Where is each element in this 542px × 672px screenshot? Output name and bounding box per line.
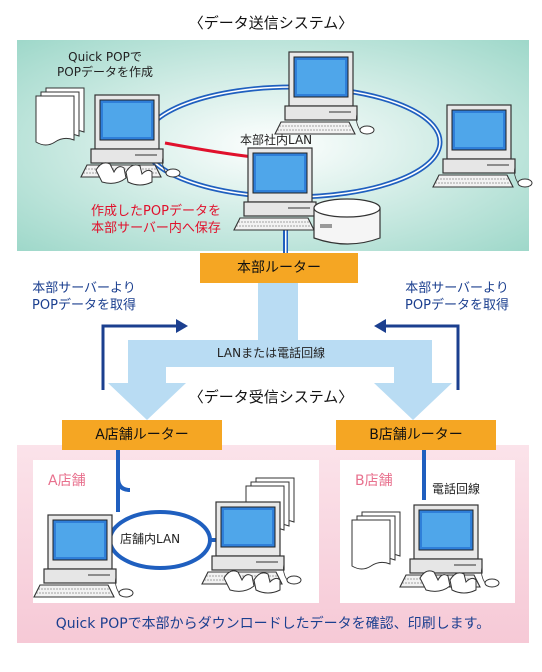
fetch-left-label: 本部サーバーより POPデータを取得 xyxy=(32,281,136,313)
router-b: B店舗ルーター xyxy=(336,420,496,450)
footer-caption: Quick POPで本部からダウンロードしたデータを確認、印刷します。 xyxy=(55,616,491,632)
fetch-right-label: 本部サーバーより POPデータを取得 xyxy=(405,281,509,313)
fetch-left-arrow xyxy=(101,324,176,390)
quickpop-create-label: Quick POPで POPデータを作成 xyxy=(57,50,153,79)
store-lan-label: 店舗内LAN xyxy=(120,532,181,546)
store-a-label: A店舗 xyxy=(48,473,86,489)
server-icon xyxy=(313,198,381,245)
store-b-label: B店舗 xyxy=(355,473,393,489)
send-system-title: 〈データ送信システム〉 xyxy=(188,14,354,32)
fetch-right-arrow xyxy=(386,324,460,390)
receive-system-title: 〈データ受信システム〉 xyxy=(188,388,354,406)
router-a: A店舗ルーター xyxy=(62,420,222,450)
hq-lan-label: 本部社内LAN xyxy=(240,133,313,147)
save-note: 作成したPOPデータを 本部サーバー内へ保存 xyxy=(91,204,221,236)
phone-line-label: 電話回線 xyxy=(432,482,481,496)
hq-to-stores-arrow xyxy=(108,282,452,420)
link-label: LANまたは電話回線 xyxy=(216,346,326,360)
hq-router: 本部ルーター xyxy=(200,253,358,283)
